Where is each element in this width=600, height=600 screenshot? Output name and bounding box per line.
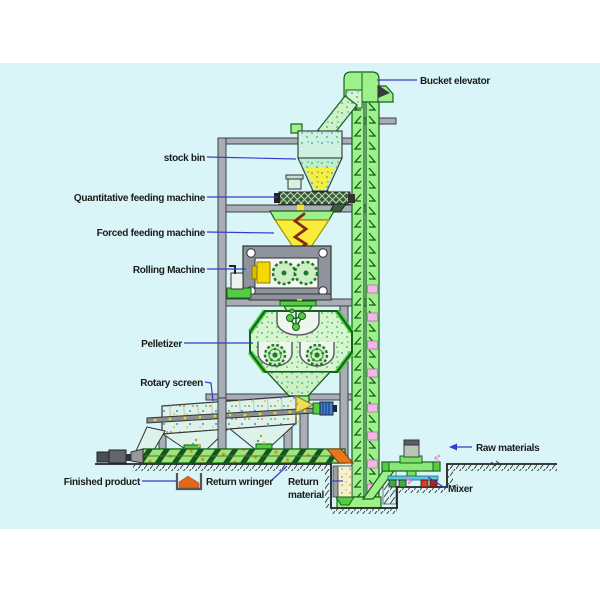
label-text: stock bin: [164, 153, 205, 164]
labels: Bucket elevator stock bin Quantitative f…: [64, 76, 541, 501]
forced-feeding-machine: [268, 210, 336, 260]
feed-screw: [292, 212, 309, 252]
label-text: Rolling Machine: [133, 265, 206, 276]
finished-product-container: [175, 473, 203, 491]
label-text: Mixer: [448, 484, 473, 495]
pelletizer-agitator: [286, 308, 306, 331]
label-stock-bin: stock bin: [164, 153, 297, 164]
elevator-head-motor: [378, 85, 390, 98]
falling-pellets: [191, 402, 302, 448]
label-text: Forced feeding machine: [97, 228, 206, 239]
label-text: Return wringer: [206, 477, 273, 488]
label-quantitative-feeding-machine: Quantitative feeding machine: [74, 193, 278, 204]
label-pelletizer: Pelletizer: [141, 339, 253, 350]
label-forced-feeding-machine: Forced feeding machine: [97, 228, 275, 239]
label-rotary-screen: Rotary screen: [140, 378, 214, 402]
label-return-wringer: Return wringer: [206, 465, 288, 488]
screw-flights: [153, 409, 307, 422]
frame-column: [217, 397, 227, 451]
conveyor-discharge: [325, 448, 355, 464]
label-text: Rotary screen: [140, 378, 203, 389]
label-text: Pelletizer: [141, 339, 182, 350]
pelletizer-gear-wheel: [305, 343, 329, 367]
arrow-left-icon: [449, 443, 457, 451]
rolling-machine: [226, 245, 332, 304]
label-text: material: [288, 490, 324, 501]
label-text: Finished product: [64, 477, 141, 488]
label-bucket-elevator: Bucket elevator: [377, 76, 491, 87]
label-return-material: Return material: [288, 477, 343, 501]
conveyor-motor: [96, 449, 131, 464]
label-raw-materials: Raw materials: [449, 443, 540, 454]
label-text: Return: [288, 477, 319, 488]
roller-motor: [256, 261, 271, 284]
label-text: Quantitative feeding machine: [74, 193, 206, 204]
return-wringer-conveyor: [96, 448, 355, 464]
quantitative-feeding-machine: [274, 174, 355, 213]
label-text: Bucket elevator: [420, 76, 490, 87]
label-rolling-machine: Rolling Machine: [133, 265, 246, 276]
material-speckles: [406, 454, 441, 485]
label-finished-product: Finished product: [64, 477, 176, 488]
mixer-machine: [381, 439, 441, 488]
pelletizer-gear-wheel: [263, 343, 287, 367]
label-mixer: Mixer: [427, 476, 473, 495]
label-text: Raw materials: [476, 443, 540, 454]
pelletizer-machine: [247, 299, 355, 403]
